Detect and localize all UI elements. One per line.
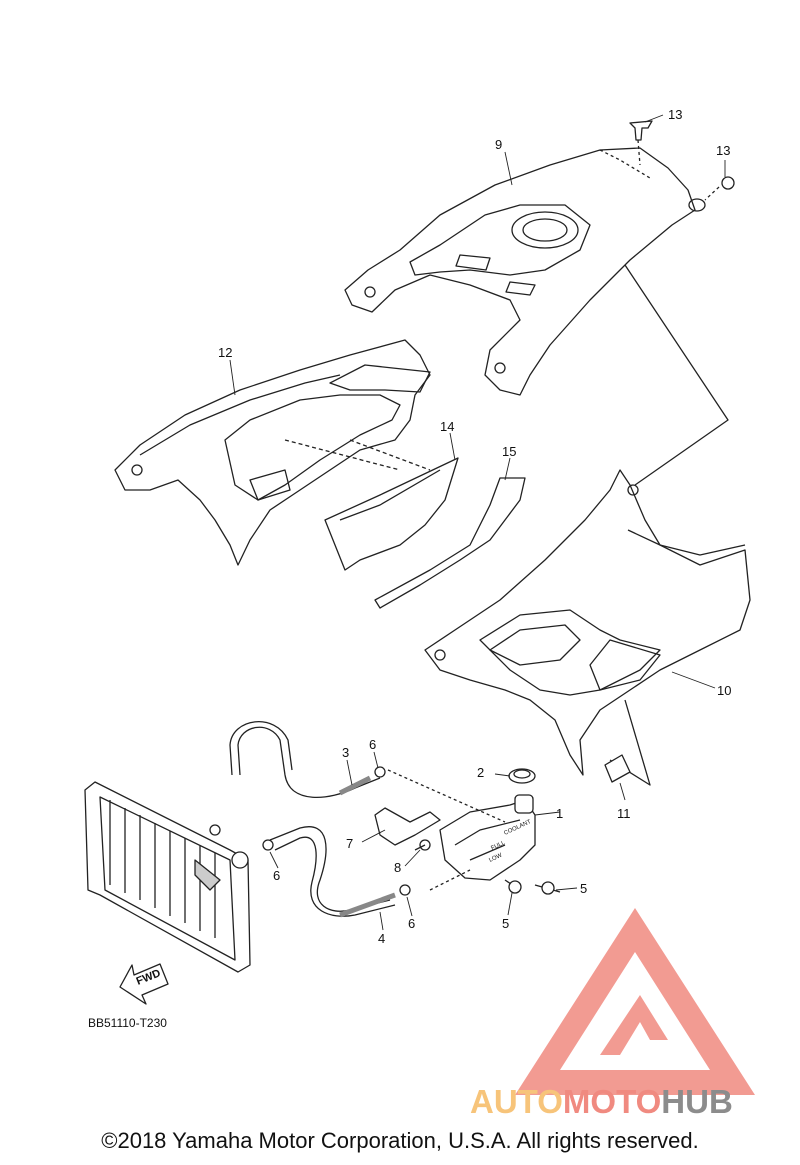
watermark-hub: HUB (661, 1083, 733, 1120)
part-5-bolt-b (504, 879, 522, 894)
copyright-notice: ©2018 Yamaha Motor Corporation, U.S.A. A… (101, 1128, 699, 1153)
part-3-overflow-hose (229, 721, 381, 798)
callout-6c: 6 (408, 916, 415, 931)
callout-1: 1 (556, 806, 563, 821)
part-7-bracket (374, 807, 441, 846)
drawing-code: BB51110-T230 (88, 1016, 167, 1030)
callout-2: 2 (477, 765, 484, 780)
part-13-fastener-top (629, 120, 653, 166)
part-12-left-cover (114, 339, 431, 566)
assembly-line (387, 769, 506, 891)
callout-7: 7 (346, 836, 353, 851)
part-6-clamp-a (374, 766, 386, 778)
part-5-bolt-a (534, 881, 561, 895)
callout-13b: 13 (716, 143, 730, 158)
callout-10: 10 (717, 683, 731, 698)
guide-line-9-10 (624, 264, 729, 486)
radiator (84, 781, 251, 973)
watermark-logo (515, 908, 755, 1095)
watermark-text: AUTOMOTOHUB (470, 1083, 733, 1120)
part-8-bolt (414, 839, 431, 851)
callout-5a: 5 (580, 881, 587, 896)
part-6-clamp-b (262, 839, 274, 851)
callout-9: 9 (495, 137, 502, 152)
part-4-hose (269, 775, 396, 918)
assembly-line (284, 439, 431, 471)
watermark-moto: MOTO (563, 1083, 661, 1120)
callout-11: 11 (617, 806, 631, 821)
callout-3: 3 (342, 745, 349, 760)
part-2-cap (508, 768, 536, 784)
callout-6a: 6 (369, 737, 376, 752)
watermark-auto: AUTO (470, 1083, 563, 1120)
part-14-inner-panel (324, 457, 459, 571)
full-label: FULL (490, 840, 506, 852)
callout-5b: 5 (502, 916, 509, 931)
callout-8: 8 (394, 860, 401, 875)
callout-14: 14 (440, 419, 454, 434)
part-15-inner-panel (374, 477, 526, 609)
leader-lines (229, 114, 726, 931)
part-6-clamp-c (399, 884, 411, 896)
part-11-clip (604, 754, 631, 783)
part-1-reservoir-tank (439, 794, 536, 881)
part-9-cover (344, 147, 706, 396)
callout-15: 15 (502, 444, 516, 459)
callout-12: 12 (218, 345, 232, 360)
callout-6b: 6 (273, 868, 280, 883)
callout-13a: 13 (668, 107, 682, 122)
part-13-fastener-right (704, 176, 735, 201)
low-label: LOW (488, 852, 503, 863)
callout-4: 4 (378, 931, 385, 946)
part-10-right-cover (424, 469, 751, 776)
fwd-arrow-icon (119, 963, 169, 1005)
